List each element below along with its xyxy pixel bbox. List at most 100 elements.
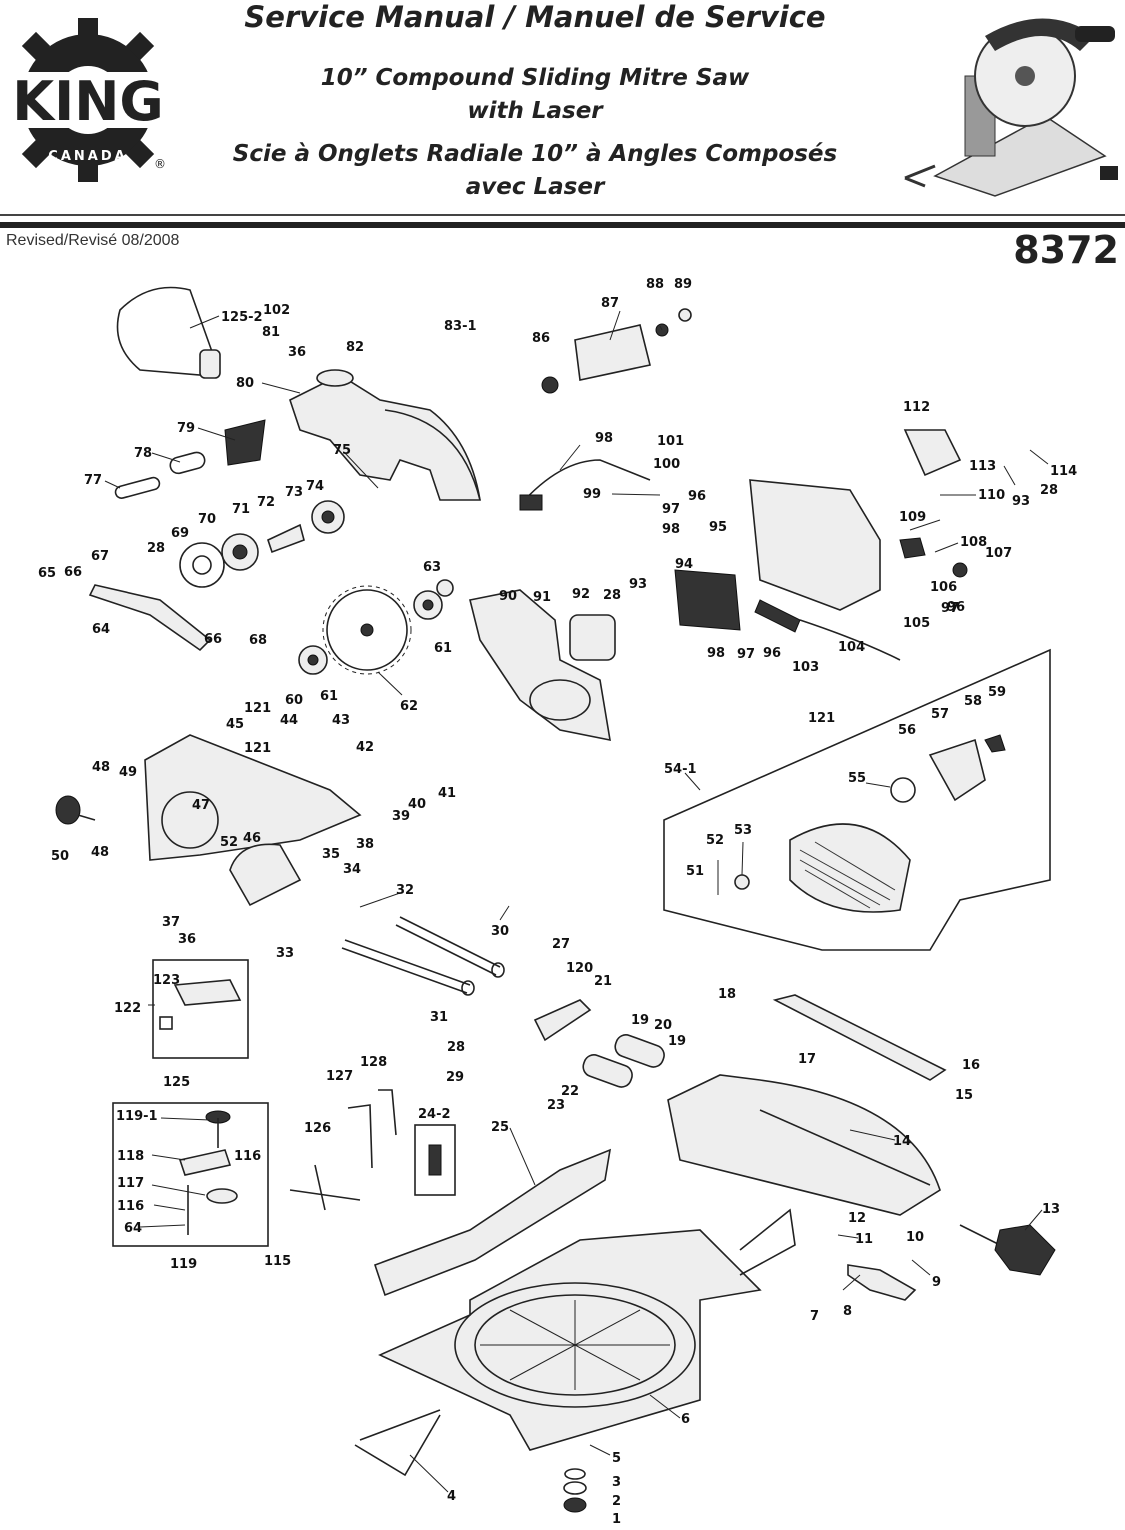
part-label: 28: [447, 1040, 465, 1055]
part-label: 17: [798, 1052, 816, 1067]
part-label: 97: [941, 601, 959, 616]
part-label: 11: [855, 1232, 873, 1247]
part-label: 83-1: [444, 319, 477, 334]
part-label: 58: [964, 694, 982, 709]
part-label: 63: [423, 560, 441, 575]
part-label: 86: [532, 331, 550, 346]
part-label: 10: [906, 1230, 924, 1245]
part-label: 54-1: [664, 762, 697, 777]
part-label: 74: [306, 479, 324, 494]
part-label: 61: [320, 689, 338, 704]
part-label: 62: [400, 699, 418, 714]
part-label: 56: [898, 723, 916, 738]
part-label: 98: [707, 646, 725, 661]
part-label: 102: [263, 303, 290, 318]
part-label: 41: [438, 786, 456, 801]
part-label: 45: [226, 717, 244, 732]
product-name-fr-line1: Scie à Onglets Radiale 10” à Angles Comp…: [232, 141, 838, 167]
part-label: 1: [612, 1512, 621, 1526]
saw-product-image: [895, 6, 1123, 202]
part-label: 109: [899, 510, 926, 525]
part-label: 44: [280, 713, 298, 728]
model-number: 8372: [1013, 228, 1119, 272]
part-label: 82: [346, 340, 364, 355]
box-24-2: [414, 1124, 456, 1196]
part-label: 64: [124, 1221, 142, 1236]
part-label: 59: [988, 685, 1006, 700]
part-label: 30: [491, 924, 509, 939]
part-label: 108: [960, 535, 987, 550]
part-label: 4: [447, 1489, 456, 1504]
part-label: 97: [662, 502, 680, 517]
part-label: 35: [322, 847, 340, 862]
part-label: 12: [848, 1211, 866, 1226]
part-label: 5: [612, 1451, 621, 1466]
part-label: 119-1: [116, 1109, 158, 1124]
part-label: 13: [1042, 1202, 1060, 1217]
part-label: 28: [603, 588, 621, 603]
part-label: 115: [264, 1254, 291, 1269]
part-label: 101: [657, 434, 684, 449]
part-label: 60: [285, 693, 303, 708]
part-label: 68: [249, 633, 267, 648]
part-label: 37: [162, 915, 180, 930]
part-label: 126: [304, 1121, 331, 1136]
part-label: 33: [276, 946, 294, 961]
part-label: 78: [134, 446, 152, 461]
part-label: 66: [64, 565, 82, 580]
part-label: 114: [1050, 464, 1077, 479]
document-title: Service Manual / Manuel de Service: [244, 0, 826, 34]
part-label: 116: [234, 1149, 261, 1164]
part-label: 88: [646, 277, 664, 292]
part-label: 121: [808, 711, 835, 726]
part-label: 91: [533, 590, 551, 605]
logo-sub-text: CANADA: [48, 149, 127, 164]
part-label: 36: [288, 345, 306, 360]
part-label: 9: [932, 1275, 941, 1290]
part-label: 96: [763, 646, 781, 661]
part-label: 127: [326, 1069, 353, 1084]
king-canada-logo: KING CANADA ®: [8, 12, 168, 188]
part-label: 29: [446, 1070, 464, 1085]
part-label: 116: [117, 1199, 144, 1214]
part-label: 112: [903, 400, 930, 415]
part-label: 7: [810, 1309, 819, 1324]
part-label: 48: [92, 760, 110, 775]
part-label: 92: [572, 587, 590, 602]
part-label: 103: [792, 660, 819, 675]
product-name-fr: Scie à Onglets Radiale 10” à Angles Comp…: [230, 138, 840, 204]
part-label: 28: [1040, 483, 1058, 498]
part-label: 47: [192, 798, 210, 813]
part-label: 70: [198, 512, 216, 527]
part-label: 66: [204, 632, 222, 647]
part-label: 15: [955, 1088, 973, 1103]
part-label: 25: [491, 1120, 509, 1135]
part-label: 122: [114, 1001, 141, 1016]
part-label: 87: [601, 296, 619, 311]
part-label: 57: [931, 707, 949, 722]
part-label: 31: [430, 1010, 448, 1025]
part-label: 51: [686, 864, 704, 879]
part-label: 95: [709, 520, 727, 535]
part-label: 121: [244, 741, 271, 756]
part-label: 22: [561, 1084, 579, 1099]
product-name-en-line1: 10” Compound Sliding Mitre Saw: [320, 65, 750, 91]
part-label: 28: [147, 541, 165, 556]
part-label: 18: [718, 987, 736, 1002]
part-label: 2: [612, 1494, 621, 1509]
revision-date: Revised/Revisé 08/2008: [6, 232, 180, 249]
part-label: 120: [566, 961, 593, 976]
part-label: 67: [91, 549, 109, 564]
part-label: 34: [343, 862, 361, 877]
part-label: 125-2: [221, 310, 263, 325]
part-label: 81: [262, 325, 280, 340]
part-label: 90: [499, 589, 517, 604]
part-label: 19: [631, 1013, 649, 1028]
part-label: 36: [178, 932, 196, 947]
part-label: 52: [220, 835, 238, 850]
box-125: [152, 959, 249, 1059]
part-label: 20: [654, 1018, 672, 1033]
part-label: 6: [681, 1412, 690, 1427]
part-label: 99: [583, 487, 601, 502]
